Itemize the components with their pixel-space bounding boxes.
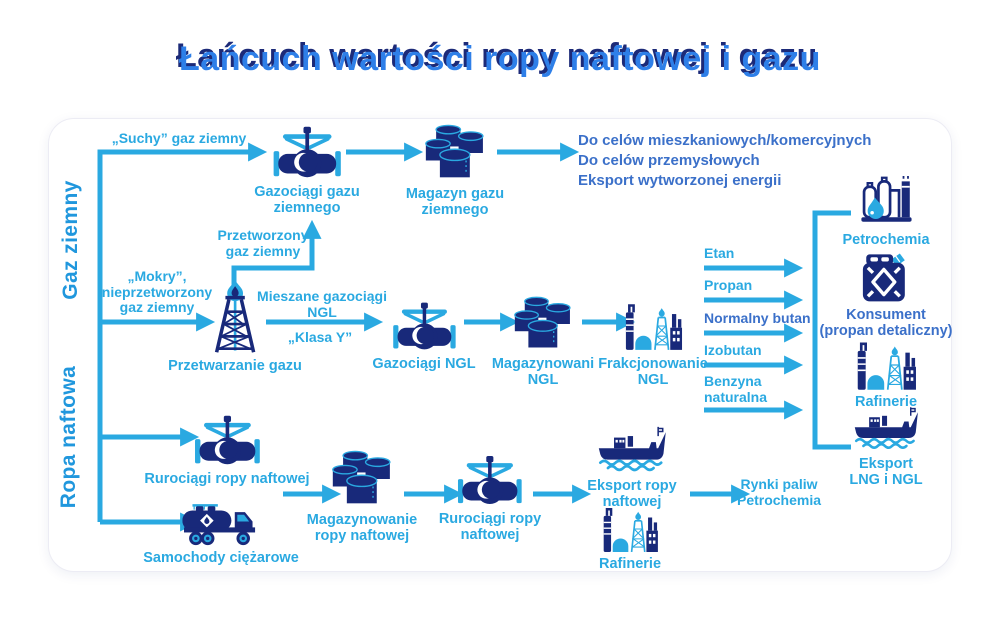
node-label-oil-storage: Magazynowanie ropy naftowej (306, 512, 418, 545)
node-label-refineries-right: Rafinerie (854, 394, 918, 410)
flow-label-ethane: Etan (704, 245, 735, 261)
flow-label-wet-gas: „Mokry”, nieprzetworzony gaz ziemny (101, 268, 213, 316)
node-label-trucks: Samochody ciężarowe (143, 550, 299, 566)
node-ngl-fractionation: Frakcjonowanie NGL (598, 300, 708, 388)
node-oil-export: Eksport ropy naftowej (587, 424, 677, 511)
node-gas-storage: Magazyn gazu ziemnego (406, 124, 504, 218)
derrick-icon (210, 280, 260, 354)
node-label-ngl-storage: Magazynowani NGL (491, 356, 595, 389)
node-lng-export: Eksport LNG i NGL (849, 404, 923, 489)
jerrycan-icon (863, 251, 909, 303)
node-refineries-bottom: Rafinerie (599, 506, 661, 572)
petrochemical-plant-icon (859, 176, 913, 228)
axis-label-oil: Ropa naftowa (57, 365, 80, 509)
flow-label-fuel-markets: Rynki paliw Petrochemia (736, 476, 822, 508)
node-ngl-pipelines: Gazociągi NGL (372, 300, 476, 372)
valve-icon (392, 300, 456, 352)
node-label-refineries-bottom: Rafinerie (598, 556, 662, 572)
flow-label-normal-butane: Normalny butan (704, 310, 811, 326)
node-oil-storage: Magazynowanie ropy naftowej (307, 450, 417, 544)
node-label-gas-pipelines: Gazociągi gazu ziemnego (254, 184, 360, 217)
node-label-oil-pipelines: Rurociągi ropy naftowej (144, 471, 310, 487)
ship-icon (853, 404, 919, 452)
flow-label-processed-gas: Przetworzony gaz ziemny (217, 227, 309, 259)
arrow-dry-gas (97, 142, 268, 522)
flow-label-mixed-ngl: Mieszane gazociągi NGL (257, 288, 387, 320)
valve-icon (194, 413, 260, 467)
node-label-gas-storage: Magazyn gazu ziemnego (405, 186, 505, 219)
node-refineries-right: Rafinerie (855, 340, 917, 410)
ship-icon (597, 424, 667, 474)
barrels-icon (514, 296, 572, 352)
node-label-ngl-fractionation: Frakcjonowanie NGL (598, 356, 708, 389)
refinery-icon (856, 340, 916, 390)
node-label-consumer: Konsument (propan detaliczny) (819, 307, 953, 340)
tanker-truck-icon (182, 502, 260, 546)
gas-uses-text: Do celów mieszkaniowych/komercyjnych Do … (578, 132, 872, 189)
node-petrochemicals: Petrochemia (842, 176, 930, 248)
flow-label-propane: Propan (704, 277, 753, 293)
node-oil-pipelines: Rurociągi ropy naftowej (144, 413, 310, 487)
node-gas-processing: Przetwarzanie gazu (168, 280, 302, 374)
barrels-icon (425, 124, 485, 182)
valve-icon (458, 453, 522, 507)
node-trucks: Samochody ciężarowe (143, 502, 299, 566)
node-label-lng-export: Eksport LNG i NGL (849, 456, 923, 489)
node-label-ngl-pipelines: Gazociągi NGL (372, 356, 476, 372)
node-label-oil-export: Eksport ropy naftowej (587, 478, 677, 511)
node-oil-pipelines-2: Rurociągi ropy naftowej (439, 453, 541, 543)
flow-label-dry-gas: „Suchy” gaz ziemny (111, 130, 247, 146)
refinery-icon (602, 506, 658, 552)
bracket-right-column (812, 210, 851, 450)
node-label-oil-pipelines-2: Rurociągi ropy naftowej (438, 511, 542, 544)
node-label-gas-processing: Przetwarzanie gazu (168, 358, 302, 374)
page-title: Łańcuch wartości ropy naftowej i gazu (179, 40, 821, 78)
refinery-icon (624, 300, 682, 352)
flow-label-isobutane: Izobutan (704, 342, 762, 358)
valve-icon (273, 124, 341, 180)
node-ngl-storage: Magazynowani NGL (492, 296, 594, 388)
barrels-icon (332, 450, 392, 508)
node-gas-pipelines: Gazociągi gazu ziemnego (254, 124, 360, 216)
node-label-petrochemicals: Petrochemia (842, 232, 930, 248)
node-consumer: Konsument (propan detaliczny) (819, 251, 953, 340)
flow-label-class-y: „Klasa Y” (287, 329, 353, 345)
axis-label-gas: Gaz ziemny (59, 180, 82, 300)
arrow-processed-gas-up (231, 219, 322, 294)
flow-label-natural-gasoline: Benzyna naturalna (704, 373, 768, 405)
